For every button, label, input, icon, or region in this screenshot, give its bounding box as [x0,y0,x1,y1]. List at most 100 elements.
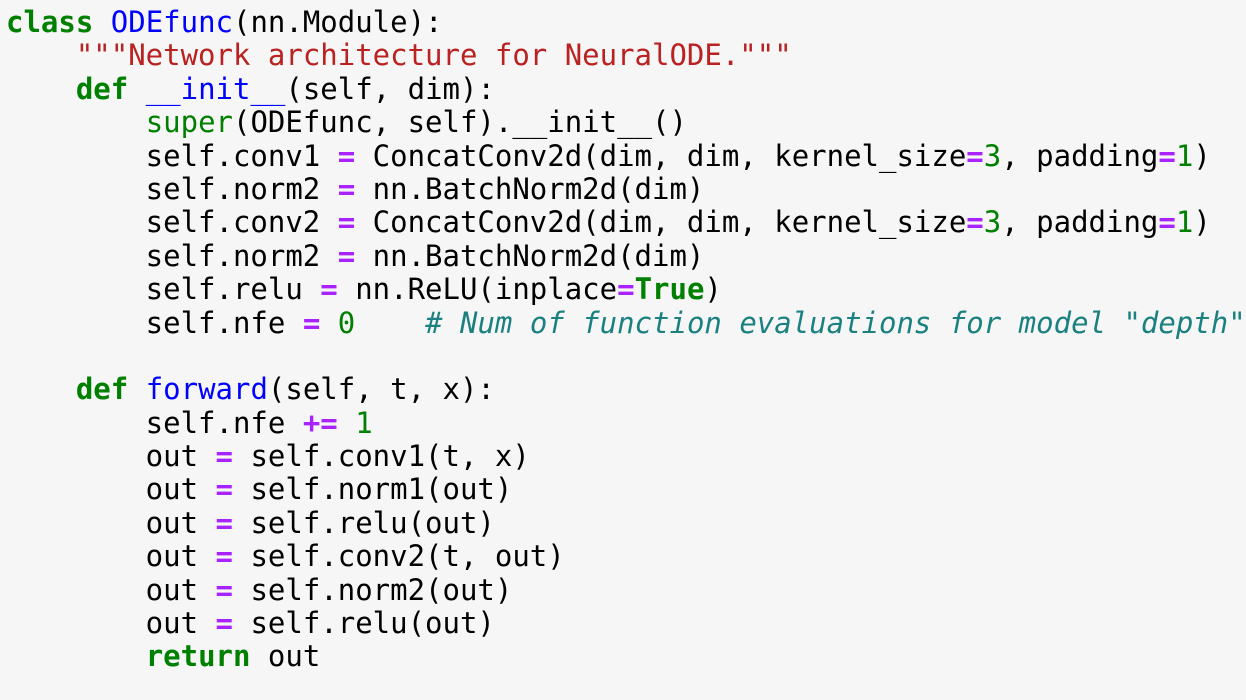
code-token-name: self.conv1(t, x) [232,439,530,474]
code-token-punct [6,372,76,406]
code-token-punct [93,5,110,39]
code-line: self.relu = nn.ReLU(inplace=True) [6,272,1246,307]
code-token-func: __init__ [145,71,286,106]
code-token-kw: def [75,71,129,106]
code-token-punct [6,38,76,72]
code-token-op-assign: = [337,138,356,173]
code-token-kw: def [75,372,129,407]
code-line: """Network architecture for NeuralODE.""… [6,39,1246,72]
code-line: class ODEfunc(nn.Module): [6,5,1246,39]
code-token-punct: ) [1193,205,1211,240]
code-token-name: self.norm2 [6,238,338,273]
code-token-punct [128,372,145,406]
code-token-punct: ) [704,272,722,307]
code-token-punct [355,306,425,340]
code-token-name: self.conv2 [6,205,338,240]
code-line: out = self.relu(out) [6,505,1246,540]
code-token-punct [320,306,337,340]
code-token-num: 1 [1175,205,1194,240]
code-token-func: forward [145,372,268,407]
code-token-num: 1 [355,405,373,440]
code-token-name: nn.BatchNorm2d(dim) [355,238,705,273]
code-line: self.nfe = 0 # Num of function evaluatio… [6,305,1246,340]
code-token-kw: return [145,639,251,674]
code-token-num: 3 [983,138,1002,173]
code-token-name: self.norm2 [6,171,338,206]
code-token-op-assign: = [215,472,233,507]
code-line: return out [6,640,1246,673]
code-token-kw: class [6,5,94,39]
code-token-punct [128,72,145,106]
code-token-punct [338,406,355,440]
code-token-name: out [6,439,216,474]
code-token-num: 3 [983,205,1002,240]
code-line: out = self.norm2(out) [6,572,1246,607]
code-token-name: self.nfe [6,405,303,440]
code-token-op-assign: = [215,539,233,574]
code-token-punct [6,105,146,139]
code-token-name: out [6,505,216,540]
code-token-name: self.relu [6,272,321,307]
code-line: def forward(self, t, x): [6,373,1246,406]
code-token-name: self.norm2(out) [232,572,513,607]
code-token-op-assign: = [215,572,233,607]
code-token-op-assign: = [215,505,233,540]
code-token-name: out [6,472,216,507]
code-token-op-assign: = [1158,138,1176,173]
code-token-name: nn.BatchNorm2d(dim) [355,171,705,206]
code-token-op-assign: = [337,171,356,206]
code-token-name: ConcatConv2d(dim, dim, kernel_size [355,138,967,173]
code-token-name: self.norm1(out) [232,472,513,507]
code-token-op-assign: = [966,138,984,173]
code-token-num: 0 [337,305,356,340]
code-token-name: , padding [1001,205,1159,240]
code-line: out = self.conv1(t, x) [6,439,1246,474]
code-line: super(ODEfunc, self).__init__() [6,105,1246,140]
code-token-punct: (nn.Module): [233,5,443,39]
code-token-name: self.relu(out) [232,606,495,641]
code-line: self.norm2 = nn.BatchNorm2d(dim) [6,238,1246,273]
code-token-punct: (self, dim): [285,71,495,106]
code-token-class: ODEfunc [110,5,233,39]
code-token-punct [6,639,146,673]
code-token-op-assign: = [215,439,233,474]
code-token-op-assign: = [302,305,321,340]
code-token-punct [6,72,76,106]
code-token-name: self.nfe [6,305,303,340]
code-token-kw-const: True [634,272,705,307]
code-token-comment: # Num of function evaluations for model … [425,305,1246,340]
code-line: out = self.norm1(out) [6,473,1246,506]
code-token-name: nn.ReLU(inplace [337,272,618,307]
code-line: self.conv2 = ConcatConv2d(dim, dim, kern… [6,206,1246,239]
code-line: out = self.relu(out) [6,606,1246,641]
code-token-name: ConcatConv2d(dim, dim, kernel_size [355,205,967,240]
code-line: self.nfe += 1 [6,405,1246,440]
code-token-name: , padding [1001,138,1159,173]
code-token-punct: (ODEfunc, self).__init__() [233,105,687,140]
code-token-name: self.relu(out) [232,505,495,540]
code-token-name: out [6,572,216,607]
code-line [6,340,1246,373]
code-token-op-assign: = [1158,205,1176,240]
code-token-op-assign: = [617,272,635,307]
code-token-name: self.conv1 [6,138,338,173]
code-token-name: self.conv2(t, out) [232,539,565,574]
code-token-num: 1 [1175,138,1194,173]
code-token-op-assign: = [966,205,984,240]
code-token-punct: ) [1193,138,1211,173]
code-token-punct: (self, t, x): [267,372,495,407]
code-token-op-assign: = [337,238,356,273]
code-token-op-assign: = [320,272,338,307]
code-line: out = self.conv2(t, out) [6,540,1246,573]
code-token-name: out [6,606,216,641]
code-token-name: out [250,639,321,674]
code-token-op-assign: += [302,405,338,440]
code-token-builtin: super [145,105,233,140]
code-line: def __init__(self, dim): [6,71,1246,106]
code-line: self.conv1 = ConcatConv2d(dim, dim, kern… [6,138,1246,173]
code-token-doc: """Network architecture for NeuralODE.""… [75,38,792,73]
code-token-op-assign: = [215,606,233,641]
code-token-op-assign: = [337,205,356,240]
code-line: self.norm2 = nn.BatchNorm2d(dim) [6,171,1246,206]
